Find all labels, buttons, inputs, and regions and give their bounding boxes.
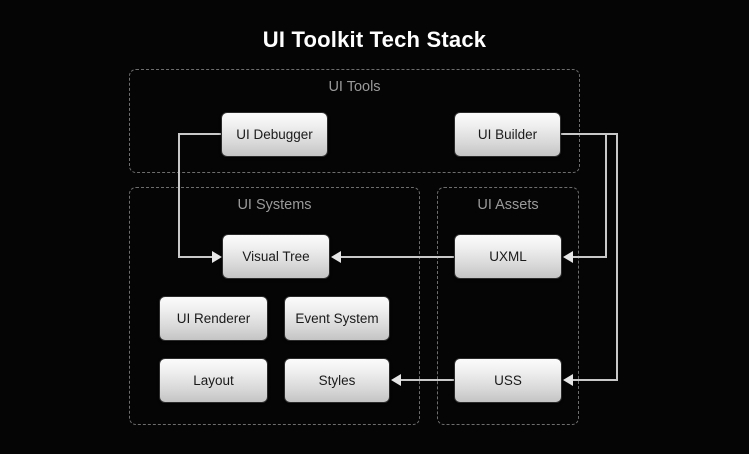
node-styles-label: Styles [318, 373, 356, 388]
group-ui-systems: UI Systems [129, 187, 420, 425]
edge-builder-to-uss-segment-vertical [616, 133, 618, 380]
node-ui-builder[interactable]: UI Builder [454, 112, 561, 157]
edge-debugger-to-visual-tree-segment-top [178, 133, 222, 135]
group-ui-tools-label: UI Tools [328, 79, 381, 95]
page-title: UI Toolkit Tech Stack [262, 27, 487, 52]
node-styles[interactable]: Styles [284, 358, 390, 403]
node-ui-builder-label: UI Builder [477, 127, 538, 142]
edge-uss-to-styles-segment [401, 379, 454, 381]
node-visual-tree[interactable]: Visual Tree [222, 234, 330, 279]
edge-debugger-to-visual-tree-segment-bottom [178, 256, 215, 258]
node-ui-debugger-label: UI Debugger [236, 127, 313, 142]
group-ui-systems-label: UI Systems [237, 197, 312, 213]
node-event-system[interactable]: Event System [284, 296, 390, 341]
node-layout-label: Layout [193, 373, 234, 388]
node-layout[interactable]: Layout [159, 358, 268, 403]
edge-builder-to-uss-segment-bottom [573, 379, 618, 381]
edge-uxml-to-visual-tree-arrowhead [331, 251, 341, 263]
node-ui-debugger[interactable]: UI Debugger [221, 112, 328, 157]
edge-uss-to-styles-arrowhead [391, 374, 401, 386]
node-ui-renderer[interactable]: UI Renderer [159, 296, 268, 341]
node-ui-renderer-label: UI Renderer [176, 311, 251, 326]
group-ui-assets: UI Assets [437, 187, 579, 425]
node-uxml-label: UXML [489, 249, 527, 264]
edge-builder-to-uxml-segment-vertical [605, 133, 607, 257]
edge-debugger-to-visual-tree-segment-vertical [178, 133, 180, 257]
edge-builder-to-uss-arrowhead [563, 374, 573, 386]
group-ui-assets-label: UI Assets [477, 197, 539, 213]
node-uxml[interactable]: UXML [454, 234, 562, 279]
node-visual-tree-label: Visual Tree [242, 249, 310, 264]
edge-builder-to-uxml-arrowhead [563, 251, 573, 263]
group-ui-tools: UI Tools [129, 69, 580, 173]
node-uss-label: USS [494, 373, 522, 388]
edge-builder-to-uxml-segment-bottom [573, 256, 607, 258]
edge-debugger-to-visual-tree-arrowhead [212, 251, 222, 263]
edge-builder-to-uss-segment-top [561, 133, 618, 135]
node-event-system-label: Event System [295, 311, 379, 326]
edge-uxml-to-visual-tree-segment [341, 256, 454, 258]
node-uss[interactable]: USS [454, 358, 562, 403]
